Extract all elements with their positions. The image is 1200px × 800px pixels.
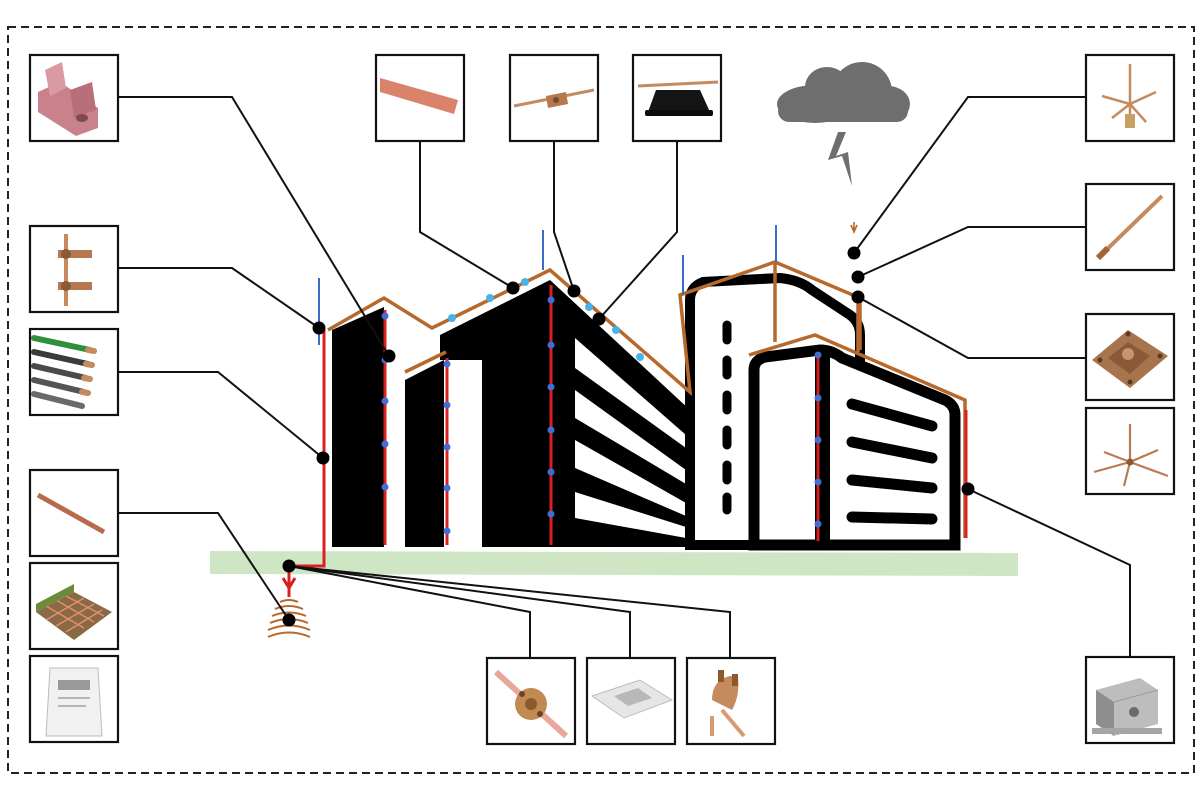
building-small-block <box>405 360 444 547</box>
main-tower-windows <box>575 338 686 538</box>
lightning-bolt-icon <box>828 132 852 186</box>
thumb-compound-bag <box>28 654 120 744</box>
building-base <box>690 541 958 549</box>
air-terminal-spider-icon <box>1093 424 1169 487</box>
earth-clamp-icon <box>493 669 569 739</box>
ground-strip <box>210 551 1018 576</box>
roof-conductor <box>327 260 862 397</box>
leader-lines <box>118 96 1131 661</box>
roof-conductor-network <box>327 260 967 538</box>
thumb-esc-terminal <box>1084 53 1176 143</box>
thumb-air-rod <box>1084 182 1176 272</box>
earth-mesh-icon <box>36 584 112 640</box>
front-right-windows <box>846 398 938 525</box>
earth-inspection-pit-icon <box>590 679 674 719</box>
thumb-rod-clamp <box>685 656 777 746</box>
connection-dots <box>282 246 975 627</box>
thumb-inspection-pit <box>585 656 677 746</box>
insulated-conductors-icon <box>31 335 97 409</box>
thumb-spider-terminal <box>1084 406 1176 496</box>
thumb-earth-mesh <box>28 561 120 651</box>
pink-clamp-icon <box>38 62 98 136</box>
air-rod-icon <box>1095 194 1164 261</box>
conductor-clips <box>381 278 822 535</box>
thumb-base-plate <box>1084 312 1176 402</box>
storm-cloud-icon <box>777 62 910 123</box>
roof-conductor-small-block <box>404 350 447 374</box>
thumb-copper-tape <box>374 53 466 143</box>
thumb-test-link <box>1084 655 1176 745</box>
thumb-rod-holder <box>28 224 120 314</box>
roof-conductor-block-icon <box>637 80 719 116</box>
esc-air-terminal-icon <box>1101 64 1157 128</box>
earth-rod-icon <box>36 492 106 535</box>
rod-to-cable-clamp-icon <box>710 670 746 738</box>
copper-tape-icon <box>380 78 458 114</box>
thumb-insulated-conductors <box>28 327 120 417</box>
base-plate-icon <box>1092 330 1168 388</box>
enhancement-compound-bag-icon <box>45 667 103 737</box>
dashed-frame <box>7 26 1195 774</box>
rod-holder-icon <box>58 234 92 306</box>
tape-clip-icon <box>513 88 595 108</box>
thumb-roof-block <box>631 53 723 143</box>
thumb-tape-clip <box>508 53 600 143</box>
thumb-earth-rod <box>28 468 120 558</box>
thumb-earth-clamp <box>485 656 577 746</box>
building-left-tower <box>332 307 384 547</box>
thumb-pink-clamp <box>28 53 120 143</box>
building-group <box>332 272 961 551</box>
test-link-icon <box>1092 678 1162 736</box>
